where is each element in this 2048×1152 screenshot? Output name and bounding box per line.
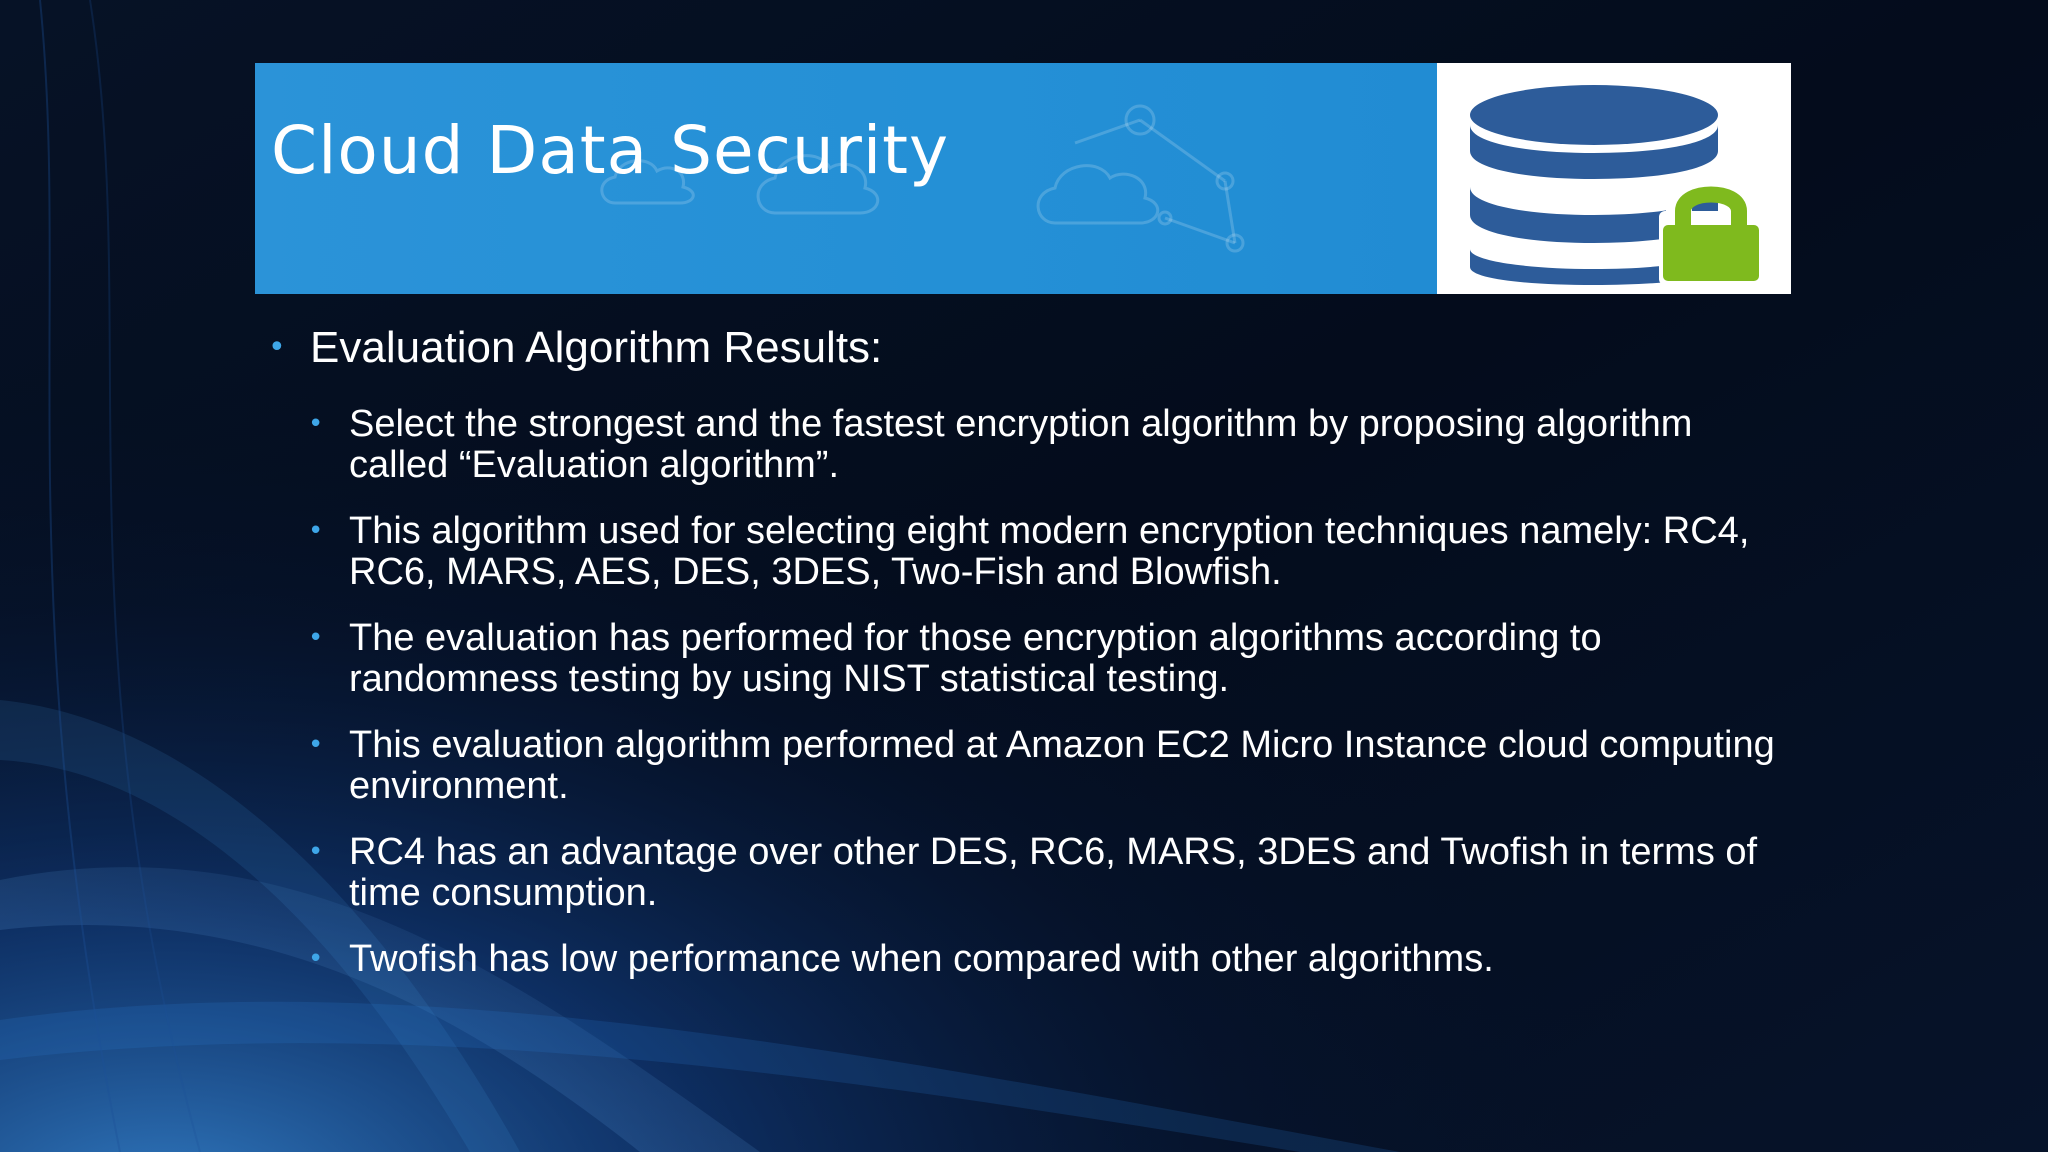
main-bullet-text: Evaluation Algorithm Results: [310,323,883,372]
bullet-icon: • [268,330,286,365]
list-item-text: This evaluation algorithm performed at A… [349,724,1775,807]
bullet-icon: • [308,409,324,439]
list-item: • Select the strongest and the fastest e… [268,404,1798,486]
list-item: • The evaluation has performed for those… [268,618,1798,700]
bullet-icon: • [308,623,324,653]
bullet-icon: • [308,516,324,546]
list-item-text: Select the strongest and the fastest enc… [349,403,1693,486]
logo-panel [1437,63,1791,294]
slide-body: • Evaluation Algorithm Results: • Select… [268,318,1798,1005]
list-item-text: Twofish has low performance when compare… [349,938,1494,980]
list-item: • This evaluation algorithm performed at… [268,725,1798,807]
list-item: • This algorithm used for selecting eigh… [268,511,1798,593]
list-item: • RC4 has an advantage over other DES, R… [268,832,1798,914]
bullet-icon: • [308,837,324,867]
list-item-text: This algorithm used for selecting eight … [349,510,1750,593]
slide-title: Cloud Data Security [271,112,950,189]
cloud-network-watermark-icon [600,104,1245,253]
list-item-text: The evaluation has performed for those e… [349,617,1602,700]
database-lock-icon [1470,85,1763,285]
main-bullet: • Evaluation Algorithm Results: [268,318,1798,378]
list-item-text: RC4 has an advantage over other DES, RC6… [349,831,1758,914]
list-item: • Twofish has low performance when compa… [268,939,1798,980]
title-banner: Cloud Data Security [255,63,1437,294]
bullet-icon: • [308,730,324,760]
bullet-icon: • [308,944,324,974]
